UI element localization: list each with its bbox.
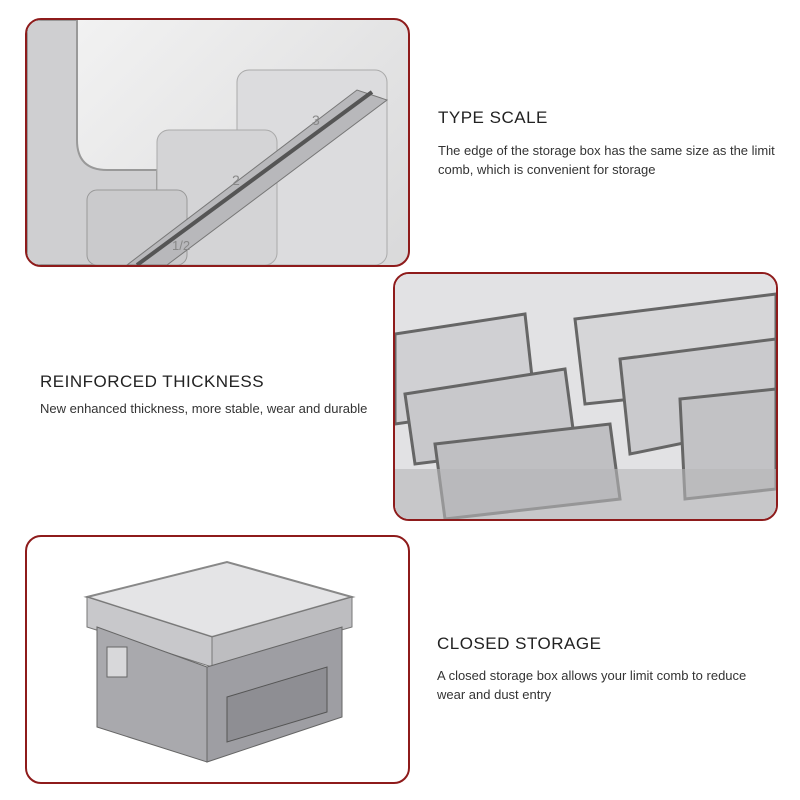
closed-storage-photo [25,535,410,784]
scale-mark-2: 2 [232,172,240,188]
feature-description: New enhanced thickness, more stable, wea… [40,401,368,416]
feature-title: REINFORCED THICKNESS [40,372,265,391]
reinforced-thickness-photo [393,272,778,521]
feature-title: TYPE SCALE [438,108,548,127]
scale-mark-half: 1/2 [172,238,190,253]
feature-description: A closed storage box allows your limit c… [437,668,747,702]
type-scale-photo: 3 2 1/2 [25,18,410,267]
feature-title: CLOSED STORAGE [437,634,602,653]
feature-description: The edge of the storage box has the same… [438,143,775,177]
scale-mark-3: 3 [312,112,320,128]
